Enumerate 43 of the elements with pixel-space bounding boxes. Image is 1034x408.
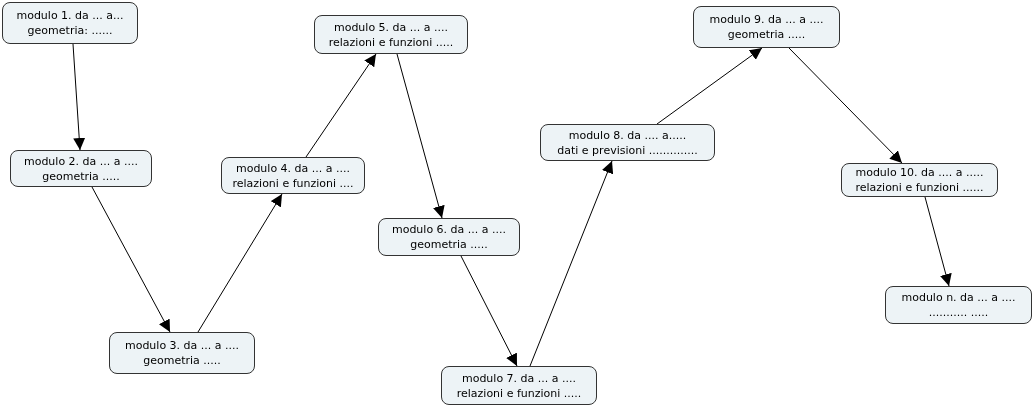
arrow: [72, 43, 86, 151]
concept-text: modulo 6. da ... a ....: [391, 222, 507, 237]
arrow: [788, 47, 903, 164]
concept-text: ........... .....: [928, 305, 989, 320]
concept-text: relazioni e funzioni ......: [855, 180, 984, 195]
concept-box: [540, 124, 715, 161]
concept-text: modulo 2. da ... a ....: [23, 153, 139, 169]
concept-box: [221, 157, 365, 194]
concept-text: relazioni e funzioni .....: [456, 385, 582, 401]
concept-text: dati e previsioni ..............: [557, 142, 698, 158]
concept-box: [841, 163, 998, 197]
concept-text: relazioni e funzioni ....: [232, 175, 354, 191]
concept-text: modulo 3. da ... a ....: [124, 338, 240, 353]
concept-text: modulo 10. da .... a .....: [855, 165, 984, 180]
concept-text: modulo 7. da ... a ....: [461, 370, 577, 386]
concept-text: modulo n. da ... a ....: [901, 290, 1016, 305]
arrow: [396, 53, 445, 219]
concept-text: geometria .....: [727, 27, 806, 42]
arrow: [197, 193, 283, 333]
concept-box: [693, 6, 840, 48]
concept-text: geometria .....: [42, 168, 120, 184]
arrow: [305, 53, 377, 158]
concept-text: modulo 8. da .... a.....: [568, 127, 687, 143]
concept-text: geometria .....: [410, 237, 488, 252]
concept-text: relazioni e funzioni .....: [328, 34, 454, 50]
arrow: [924, 196, 952, 287]
concept-text: geometria .....: [143, 353, 221, 368]
arrow: [91, 186, 171, 333]
concept-text: modulo 4. da ... a ....: [235, 160, 351, 176]
arrow: [460, 255, 518, 367]
concept-box: [885, 286, 1032, 324]
concept-text: modulo 5. da ... a ....: [333, 19, 449, 35]
concept-box: [441, 366, 597, 405]
concept-text: geometria: ......: [27, 23, 113, 38]
concept-text: modulo 9. da ... a ....: [709, 12, 824, 27]
concept-box: [109, 332, 255, 374]
concept-box: [378, 218, 520, 256]
concept-text: modulo 1. da ... a...: [16, 8, 124, 23]
arrow: [529, 160, 614, 367]
concept-box: [314, 15, 468, 54]
arrow: [656, 47, 763, 125]
concept-box: [10, 150, 152, 187]
concept-box: [2, 2, 138, 44]
